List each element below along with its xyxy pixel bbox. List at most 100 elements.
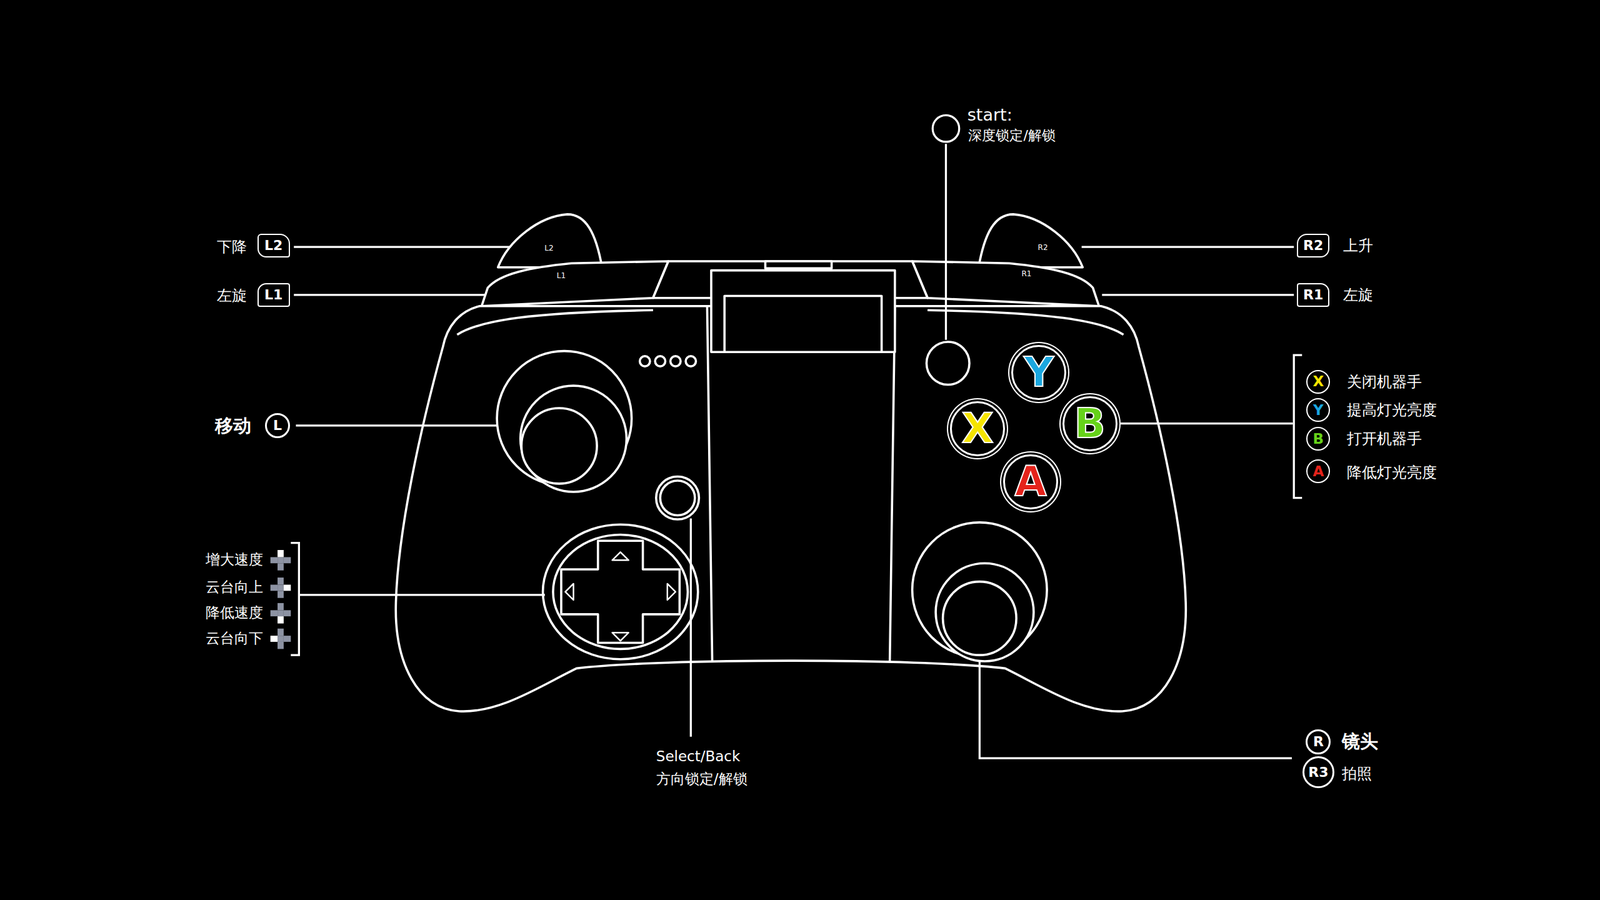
- dpad: [543, 524, 699, 660]
- led-dots-part: [655, 356, 665, 367]
- select-button-part: [656, 476, 700, 520]
- dpad-icon-left-part: [283, 635, 291, 642]
- dpad-icon-up-part: [283, 556, 291, 564]
- l1-leader: [293, 293, 486, 296]
- dpad-icon-down-part: [270, 610, 278, 617]
- trigger-icon: L1: [257, 283, 290, 307]
- face-bracket: [1293, 355, 1302, 499]
- function-label: 增大速度: [205, 552, 264, 569]
- button-letter: R1: [1303, 288, 1324, 302]
- left-shoulder-part: [498, 214, 603, 268]
- dpad-icon-right-part: [277, 590, 284, 598]
- button-letter: L: [273, 418, 282, 433]
- start-leader: [945, 143, 947, 340]
- r2-leader: [1081, 245, 1295, 248]
- function-label: 提高灯光亮度: [1346, 401, 1437, 419]
- dpad-icon-right-part: [270, 585, 278, 592]
- face-leader: [1120, 422, 1294, 425]
- dpad-icon-right-part: [277, 585, 284, 592]
- dpad-icon-down-part: [277, 610, 284, 617]
- dpad-mini-icons: [270, 550, 292, 649]
- left-stick: [496, 351, 632, 492]
- dpad-icon-down-part: [283, 610, 291, 617]
- button-letter: R3: [1308, 765, 1329, 780]
- right-stick-leader: [979, 661, 1292, 759]
- stick-icon: R: [1305, 729, 1331, 755]
- dpad-icon-left-part: [277, 641, 284, 649]
- button-letter: L1: [264, 288, 283, 302]
- function-label: 拍照: [1341, 765, 1372, 782]
- stick-leader: [295, 424, 497, 427]
- right-stick-part: [943, 581, 1017, 656]
- dpad-icon-right-part: [283, 585, 291, 592]
- right-shoulder-part: [978, 214, 1084, 268]
- function-label: 左旋: [216, 287, 247, 304]
- leader-lines: [290, 115, 1302, 759]
- function-label: 方向锁定/解锁: [656, 771, 748, 788]
- button-letter: B: [1313, 431, 1325, 447]
- dpad-icon-right: [270, 577, 292, 599]
- dpad-part: [543, 524, 699, 660]
- dpad-icon-right-part: [277, 577, 284, 585]
- button-letter: L2: [264, 238, 283, 253]
- select-button-part: [660, 480, 695, 516]
- button-icon: X: [1306, 370, 1330, 394]
- button-icon: B: [1306, 426, 1330, 451]
- button-letter: B: [1074, 403, 1106, 445]
- dpad-icon-left: [270, 628, 292, 650]
- dpad-icon-down-part: [277, 616, 284, 624]
- select-leader: [690, 518, 692, 737]
- right-shoulder: [912, 214, 1100, 307]
- left-stick-part: [521, 408, 597, 484]
- phone-clamp-inner: [724, 295, 882, 352]
- trigger-marking: L2: [544, 245, 554, 254]
- left-stick-part: [520, 385, 627, 492]
- dpad-icon-left-part: [277, 628, 284, 636]
- trigger-marking: R1: [1021, 270, 1032, 279]
- dpad-part: [565, 551, 675, 641]
- led-dots-part: [640, 356, 650, 367]
- function-label: 云台向上: [205, 580, 264, 596]
- function-label: 打开机器手: [1346, 430, 1422, 447]
- function-label: 云台向下: [205, 630, 264, 647]
- right-stick-part: [935, 563, 1034, 662]
- stick-icon: R3: [1302, 756, 1335, 789]
- clamp-nub: [765, 261, 832, 269]
- button-letter: X: [1313, 374, 1325, 389]
- button-icon: Y: [1306, 398, 1330, 422]
- dpad-icon-down: [270, 603, 292, 624]
- dpad-icon-up-part: [277, 550, 284, 557]
- dpad-icon-up-part: [270, 556, 278, 564]
- led-dots-part: [685, 356, 696, 367]
- function-label: 上升: [1343, 237, 1374, 254]
- dpad-icon-up-part: [277, 563, 284, 570]
- function-label: 下降: [216, 238, 247, 255]
- face-button: Y: [1011, 345, 1067, 400]
- button-letter: A: [1312, 464, 1324, 479]
- right-shoulder-part: [912, 261, 1100, 307]
- function-label: 深度锁定/解锁: [968, 128, 1055, 144]
- trigger-marking: L1: [556, 272, 566, 281]
- left-shoulder-part: [481, 261, 669, 307]
- function-label: 降低灯光亮度: [1346, 464, 1437, 481]
- dpad-icon-left-part: [270, 635, 278, 642]
- function-label: 镜头: [1341, 731, 1379, 752]
- button-letter: A: [1014, 461, 1047, 503]
- right-stick: [912, 522, 1048, 662]
- function-label: 关闭机器手: [1346, 373, 1422, 390]
- dpad-icon-down-part: [277, 603, 284, 610]
- r1-leader: [1101, 293, 1294, 296]
- select-button: [656, 476, 700, 520]
- face-button: B: [1062, 396, 1118, 452]
- trigger-marking: R2: [1038, 243, 1049, 252]
- function-label: 降低速度: [205, 605, 264, 622]
- start-callout-circle: [932, 115, 959, 142]
- trigger-icon: L2: [257, 233, 290, 258]
- trigger-icon: R2: [1296, 233, 1330, 258]
- start-button: [926, 341, 970, 385]
- function-label: start:: [967, 106, 1013, 125]
- function-label: 左旋: [1343, 286, 1374, 304]
- dpad-icon-left-part: [277, 635, 284, 642]
